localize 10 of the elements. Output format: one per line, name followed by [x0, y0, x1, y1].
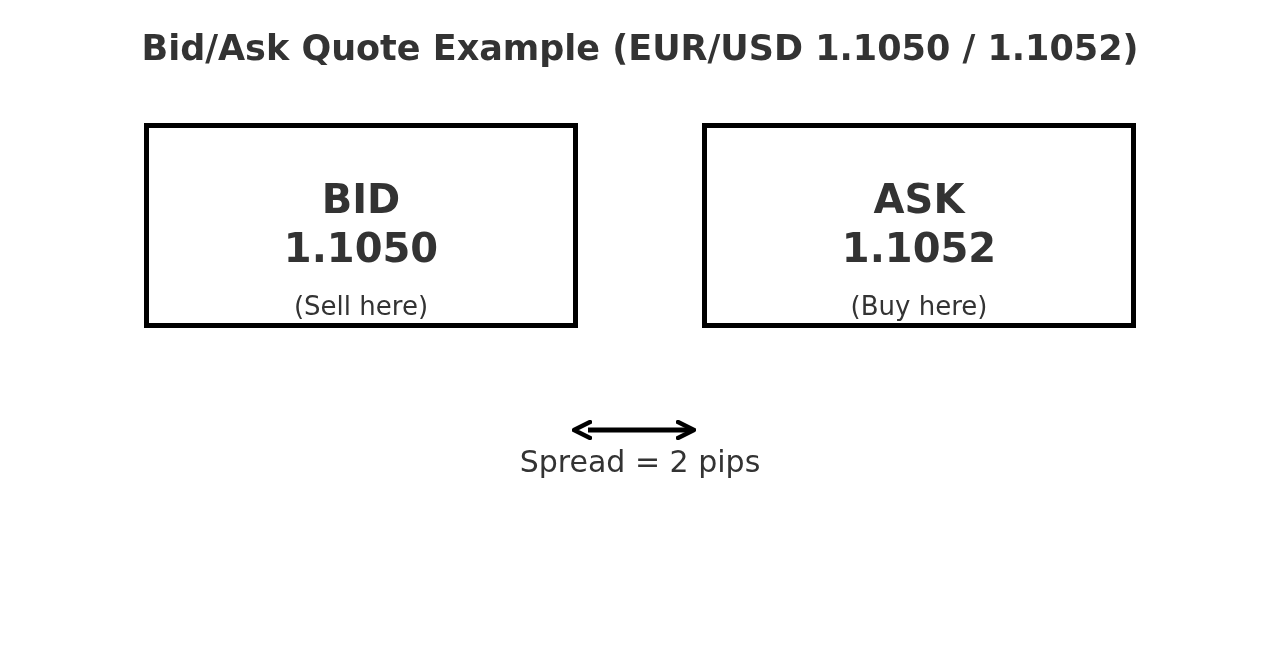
- quote-box: [144, 123, 578, 328]
- quote-price: 1.1052: [841, 224, 997, 272]
- quote-box: [702, 123, 1136, 328]
- quote-label: ASK: [873, 175, 965, 223]
- diagram-title: Bid/Ask Quote Example (EUR/USD 1.1050 / 1.1052): [140, 27, 1140, 70]
- action-note: (Sell here): [293, 290, 429, 322]
- quote-price: 1.1050: [283, 224, 439, 272]
- spread-label: Spread = 2 pips: [519, 444, 761, 480]
- action-note: (Buy here): [850, 290, 988, 322]
- quote-label: BID: [321, 175, 401, 223]
